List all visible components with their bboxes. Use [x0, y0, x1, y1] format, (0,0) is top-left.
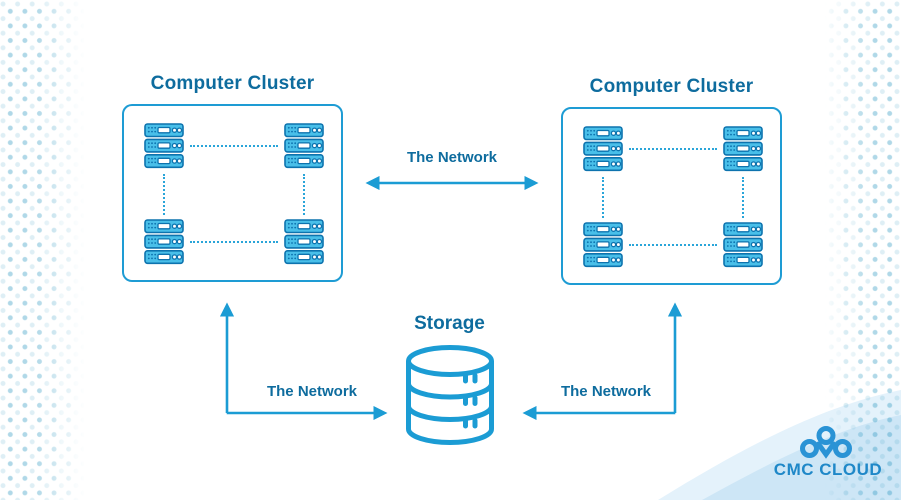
computer-cluster-right: Computer Cluster [561, 76, 782, 285]
wave-decoration [658, 390, 901, 500]
dotted-link-right [303, 174, 305, 215]
server-icon [284, 219, 324, 265]
database-icon [402, 344, 498, 446]
dotted-link-top [629, 148, 717, 150]
cmc-cloud-logo-text: CMC CLOUD [773, 460, 883, 479]
cluster-title: Computer Cluster [589, 76, 754, 97]
dotted-link-left [163, 174, 165, 215]
cluster-box [561, 107, 782, 285]
dotted-link-right [742, 177, 744, 218]
cluster-title: Computer Cluster [150, 73, 315, 94]
cmc-cloud-logo-icon [800, 426, 852, 459]
network-label-right: The Network [560, 383, 651, 400]
server-icon [144, 123, 184, 169]
server-icon [723, 126, 763, 172]
server-icon [144, 219, 184, 265]
dotted-link-bottom [629, 244, 717, 246]
server-icon [284, 123, 324, 169]
cluster-box [122, 104, 343, 282]
network-label-left: The Network [266, 383, 357, 400]
computer-cluster-left: Computer Cluster [122, 73, 343, 282]
server-icon [723, 222, 763, 268]
server-icon [583, 126, 623, 172]
server-icon [583, 222, 623, 268]
storage-title: Storage [414, 313, 485, 334]
dotted-link-bottom [190, 241, 278, 243]
dotted-link-top [190, 145, 278, 147]
network-label-center: The Network [406, 149, 497, 166]
dotted-link-left [602, 177, 604, 218]
dot-pattern-left [0, 0, 88, 500]
